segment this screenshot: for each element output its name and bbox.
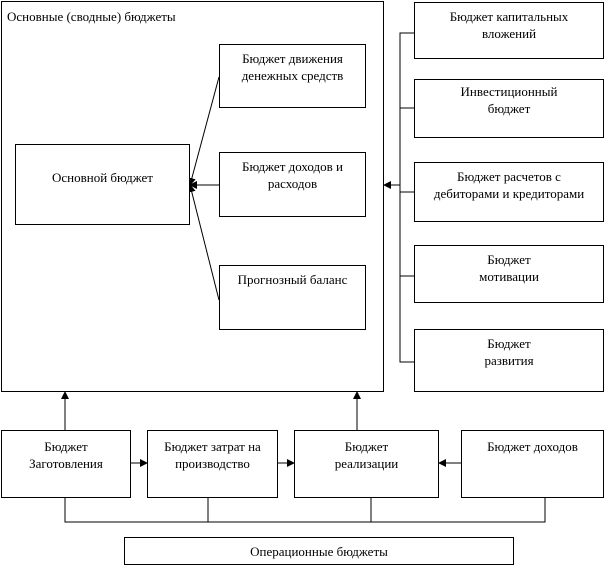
revenue-budget-box: Бюджет доходов	[461, 430, 604, 498]
capital-investments-line-2: вложений	[481, 26, 537, 41]
special-budgets-bracket	[399, 32, 414, 363]
forecast-balance-box: Прогнозный баланс	[219, 265, 366, 330]
development-line-2: развития	[484, 353, 534, 368]
settlements-line-1: Бюджет расчетов с	[457, 169, 561, 184]
arrow-cashflow-to-core	[187, 76, 220, 186]
investment-budget-box: Инвестиционный бюджет	[414, 79, 604, 138]
cash-flow-line-1: Бюджет движения	[242, 51, 343, 66]
cash-flow-budget-box: Бюджет движения денежных средств	[219, 44, 366, 108]
procurement-budget-box: Бюджет Заготовления	[1, 430, 131, 498]
settlements-line-2: дебиторами и кредиторами	[433, 186, 585, 201]
investment-line-2: бюджет	[487, 101, 531, 116]
operational-budgets-label: Операционные бюджеты	[250, 544, 388, 559]
capital-investments-line-1: Бюджет капитальных	[449, 9, 569, 24]
arrow-forecast-to-core	[187, 184, 220, 301]
settlements-budget-box: Бюджет расчетов с дебиторами и кредитора…	[414, 162, 604, 222]
production-costs-budget-box: Бюджет затрат на производство	[147, 430, 278, 498]
forecast-balance-label: Прогнозный баланс	[237, 272, 348, 287]
motivation-line-2: мотивации	[479, 269, 539, 284]
investment-line-1: Инвестиционный	[460, 84, 558, 99]
income-expenses-budget-box: Бюджет доходов и расходов	[219, 152, 366, 217]
sales-budget-box: Бюджет реализации	[294, 430, 439, 498]
income-expenses-line-2: расходов	[267, 176, 318, 191]
production-costs-line-1: Бюджет затрат на	[164, 439, 261, 454]
procurement-line-2: Заготовления	[29, 456, 103, 471]
core-budget-box: Основной бюджет	[15, 144, 190, 225]
cash-flow-line-2: денежных средств	[241, 68, 344, 83]
procurement-line-1: Бюджет	[44, 439, 88, 454]
income-expenses-line-1: Бюджет доходов и	[241, 159, 344, 174]
motivation-budget-box: Бюджет мотивации	[414, 245, 604, 303]
sales-line-1: Бюджет	[344, 439, 389, 454]
operational-budgets-box: Операционные бюджеты	[124, 537, 514, 565]
sales-line-2: реализации	[334, 456, 399, 471]
capital-investments-budget-box: Бюджет капитальных вложений	[414, 2, 604, 59]
development-budget-box: Бюджет развития	[414, 329, 604, 392]
main-budgets-title: Основные (сводные) бюджеты	[7, 9, 176, 24]
revenue-budget-label: Бюджет доходов	[487, 439, 578, 454]
core-budget-label: Основной бюджет	[52, 170, 153, 185]
production-costs-line-2: производство	[175, 456, 250, 471]
motivation-line-1: Бюджет	[487, 252, 531, 267]
development-line-1: Бюджет	[487, 336, 531, 351]
main-budgets-frame	[1, 1, 384, 392]
operational-bracket	[64, 498, 546, 523]
